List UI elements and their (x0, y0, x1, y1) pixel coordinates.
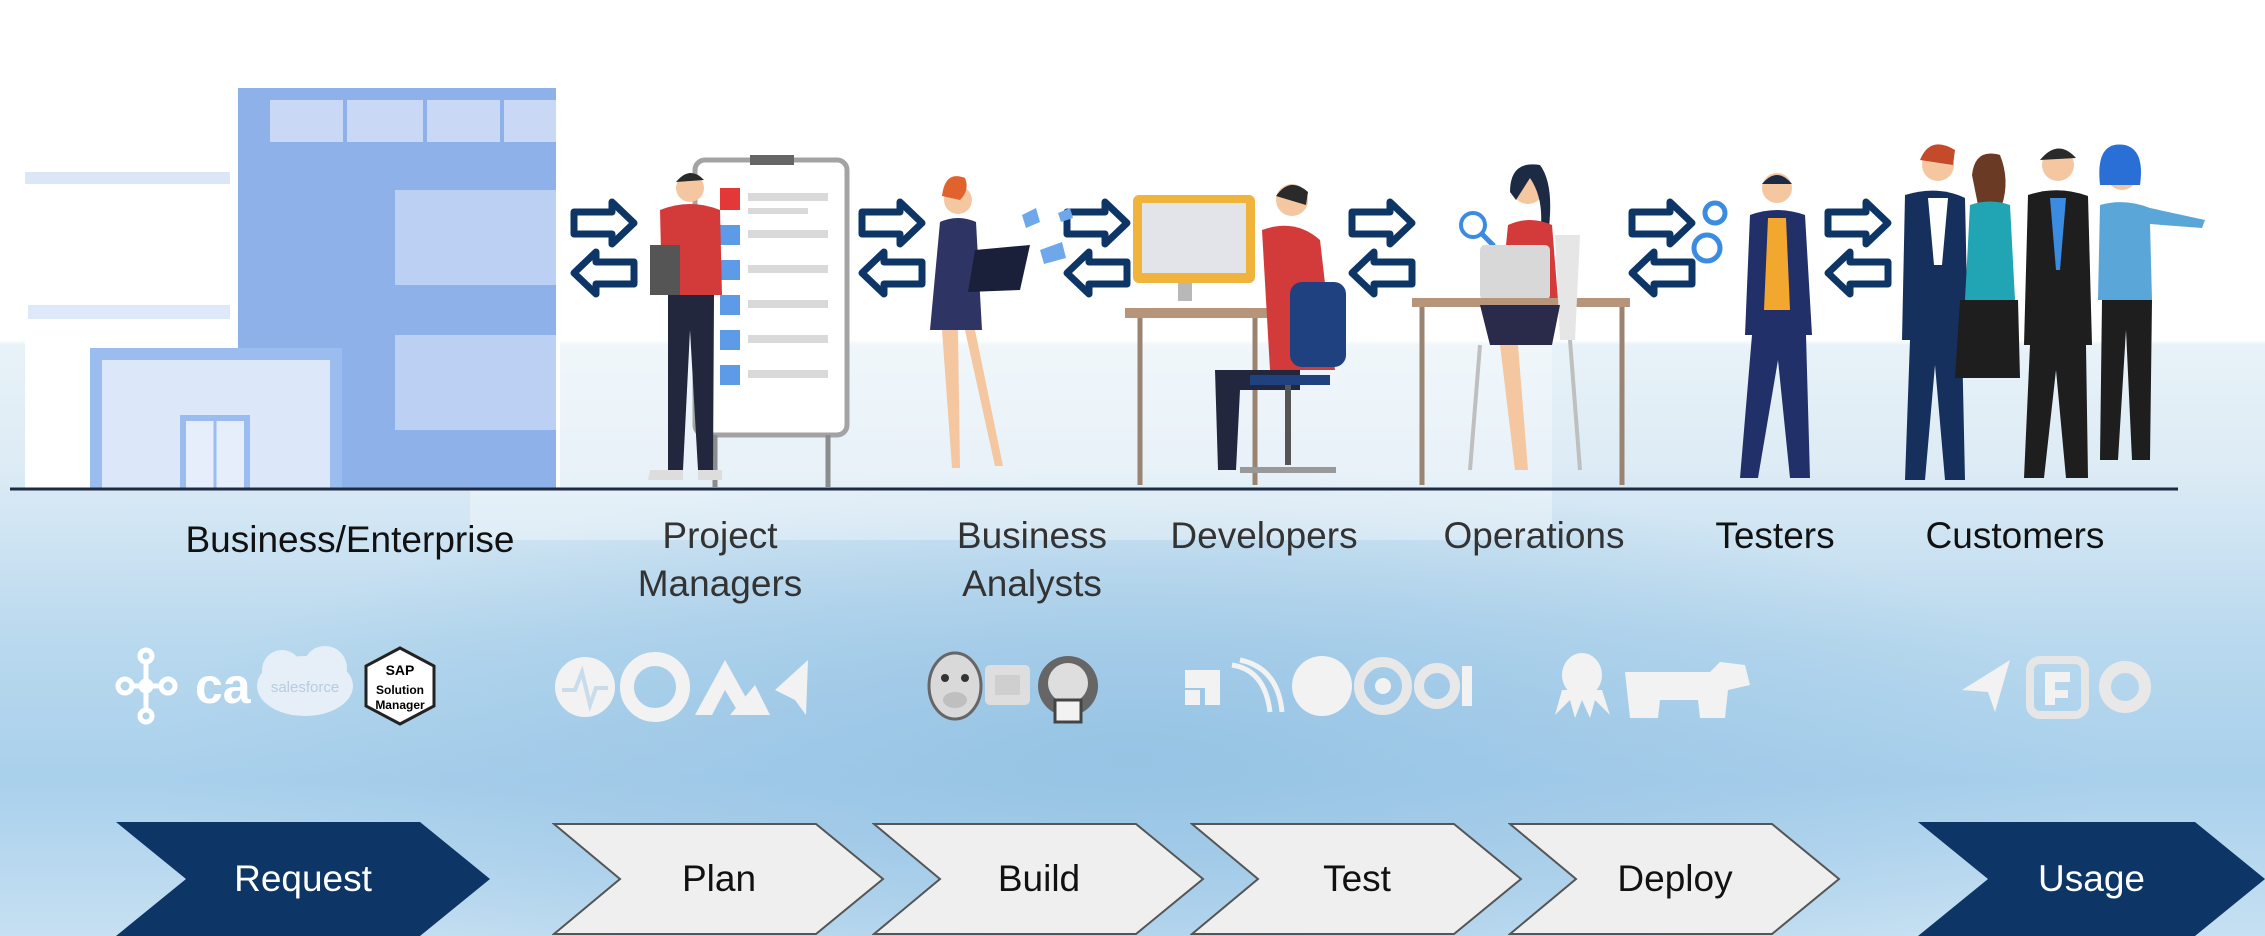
jenkins-logo-icon (1038, 656, 1098, 724)
role-label-operations: Operations (1443, 515, 1625, 556)
deploy-tool-logos (1555, 653, 1750, 718)
stage-build-label: Build (997, 858, 1081, 899)
role-label-business-enterprise: Business/Enterprise (185, 519, 515, 560)
svg-text:Solution: Solution (376, 683, 424, 697)
stage-usage[interactable]: Usage (1918, 822, 2265, 936)
project-manager-figure-icon (648, 155, 850, 487)
usage-tool-logos (1962, 656, 2151, 719)
test-tool-logos (1185, 656, 1472, 716)
arrow-logo-icon (1962, 660, 2010, 712)
svg-text:salesforce: salesforce (271, 679, 339, 696)
enterprise-building-icon (25, 75, 560, 490)
f-logo-icon (2026, 656, 2089, 719)
plan-tool-logos (555, 652, 808, 722)
ball-logo-icon (1292, 656, 1352, 716)
sap-solution-manager-logo-icon: SAP Solution Manager (364, 646, 436, 726)
stage-usage-label: Usage (2038, 858, 2145, 899)
operations-figure-icon (1412, 164, 1630, 485)
business-analyst-figure-icon (930, 176, 1073, 468)
role-label-project-managers: Project Managers (620, 512, 820, 608)
ca-logo-icon: ca (195, 658, 252, 714)
build-tool-logos (927, 651, 1098, 724)
ring-logo-icon (620, 652, 690, 722)
stage-request-label: Request (234, 858, 372, 899)
salesforce-logo-icon: salesforce (257, 646, 353, 716)
role-label-business-analysts-text: Business Analysts (956, 515, 1108, 604)
tester-figure-icon (1691, 173, 1812, 478)
business-tool-logos: ca salesforce SAP Solution Manager (115, 646, 436, 726)
role-label-project-managers-text: Project Managers (637, 515, 803, 604)
cow-logo-icon (1625, 662, 1750, 718)
role-label-business-analysts: Business Analysts (932, 512, 1132, 608)
binary-logo-icon (1414, 663, 1472, 709)
waves-logo-icon (1231, 657, 1285, 713)
ring-logo-icon (2099, 661, 2151, 713)
stage-deploy[interactable]: Deploy (1508, 822, 1842, 936)
customers-group-icon (1902, 144, 2205, 480)
developer-figure-icon (1125, 184, 1346, 485)
octopus-logo-icon (1555, 653, 1610, 718)
arrowhead-logo-icon (775, 660, 808, 715)
stage-plan-label: Plan (681, 858, 757, 899)
exchange-arrows-icon (570, 198, 1892, 298)
power-logo-icon (1354, 657, 1412, 715)
stage-build[interactable]: Build (872, 822, 1206, 936)
pulse-logo-icon (555, 657, 615, 717)
git-pig-logo-icon (927, 651, 983, 721)
role-label-developers: Developers (1170, 515, 1358, 556)
svg-text:Manager: Manager (375, 698, 425, 712)
box-logo-icon (985, 665, 1030, 705)
stage-test[interactable]: Test (1190, 822, 1524, 936)
block-logo-icon (1185, 670, 1220, 705)
stage-request[interactable]: Request (116, 822, 490, 936)
stage-plan[interactable]: Plan (552, 822, 886, 936)
role-label-customers: Customers (1925, 515, 2105, 556)
stage-deploy-label: Deploy (1617, 858, 1733, 899)
role-label-testers: Testers (1715, 515, 1835, 556)
stage-test-label: Test (1323, 858, 1391, 899)
svg-text:SAP: SAP (386, 662, 415, 678)
nodes-logo-icon (115, 647, 178, 725)
atlassian-logo-icon (695, 660, 770, 715)
